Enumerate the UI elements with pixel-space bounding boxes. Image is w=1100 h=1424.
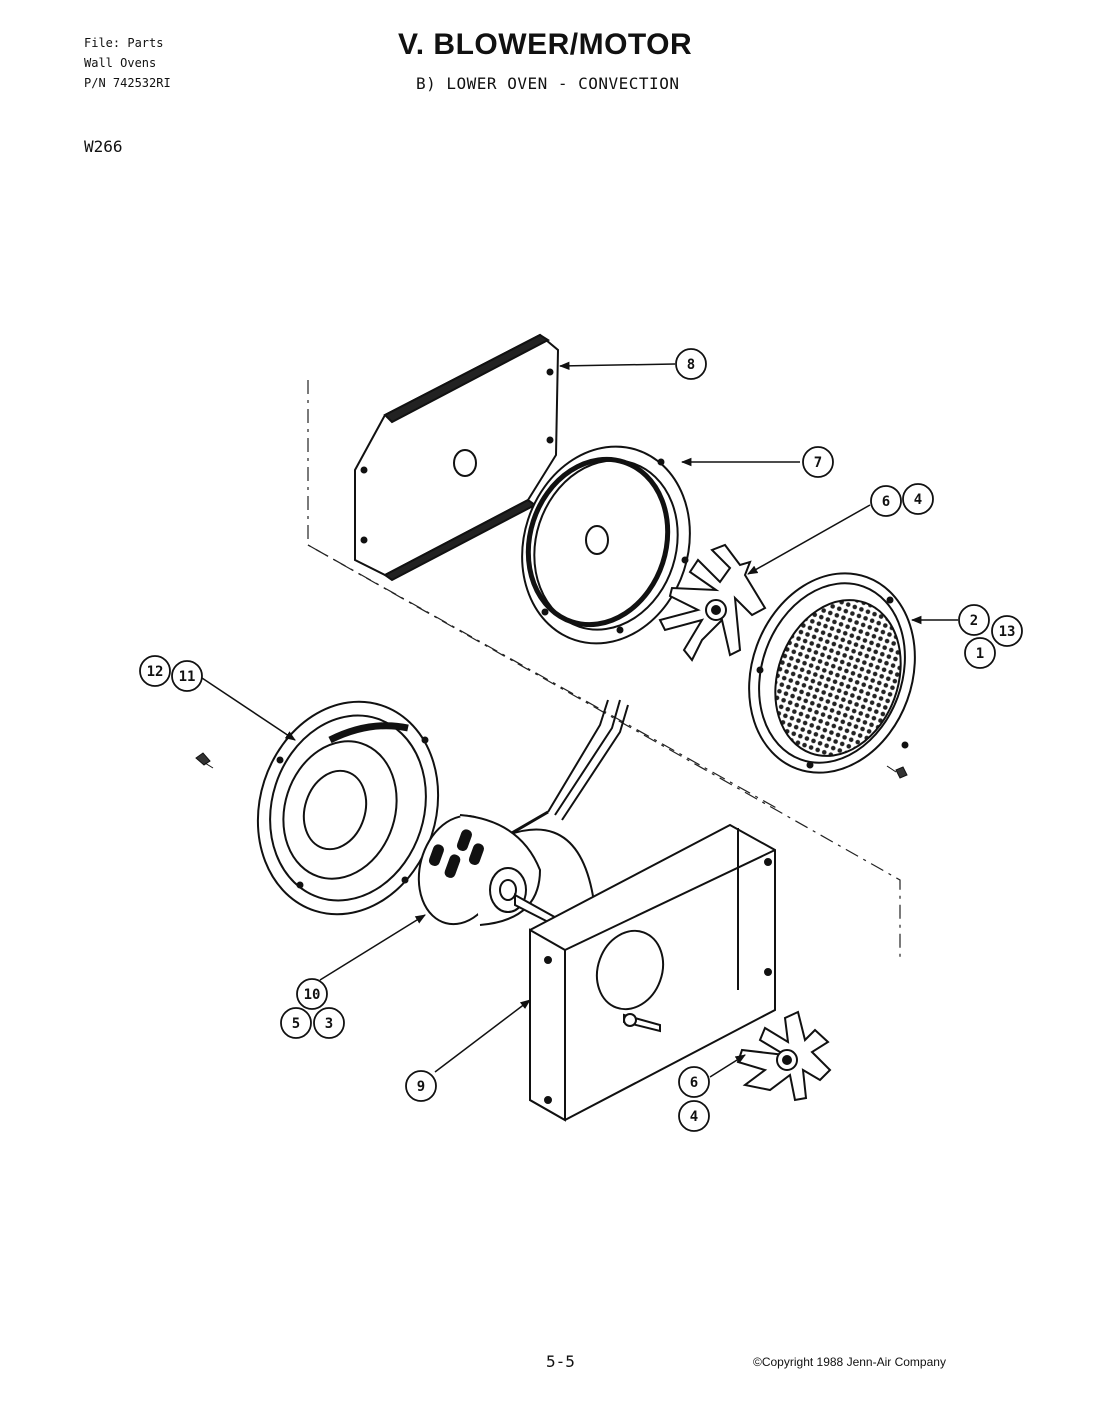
leader-lines xyxy=(201,361,958,1078)
svg-text:13: 13 xyxy=(999,624,1016,640)
motor-bracket xyxy=(529,823,776,1122)
callout-8: 8 xyxy=(675,348,707,380)
svg-text:4: 4 xyxy=(914,492,922,508)
svg-text:9: 9 xyxy=(417,1079,425,1095)
page-number: 5-5 xyxy=(546,1352,575,1371)
file-line-2: Wall Ovens xyxy=(84,56,157,70)
svg-text:4: 4 xyxy=(690,1109,698,1125)
file-info-block: File: Parts Wall Ovens P/N 742532RI xyxy=(84,33,171,93)
page-subtitle: B) LOWER OVEN - CONVECTION xyxy=(416,74,680,93)
file-line-3: P/N 742532RI xyxy=(84,76,171,90)
blower-housing xyxy=(521,445,691,645)
svg-text:8: 8 xyxy=(687,357,695,373)
callout-1: 1 xyxy=(964,637,996,669)
svg-text:12: 12 xyxy=(147,664,164,680)
callout-6-lower: 6 xyxy=(678,1066,710,1098)
callout-11: 11 xyxy=(171,660,203,692)
blower-wheel-lower xyxy=(736,1010,832,1102)
svg-text:6: 6 xyxy=(690,1075,698,1091)
svg-text:7: 7 xyxy=(814,455,822,471)
screw-left xyxy=(195,752,214,769)
svg-text:6: 6 xyxy=(882,494,890,510)
callout-7: 7 xyxy=(802,446,834,478)
callout-3: 3 xyxy=(313,1007,345,1039)
callout-4-upper: 4 xyxy=(902,483,934,515)
svg-text:11: 11 xyxy=(179,669,196,685)
callout-4-lower: 4 xyxy=(678,1100,710,1132)
page-title: V. BLOWER/MOTOR xyxy=(398,28,693,61)
copyright-notice: ©Copyright 1988 Jenn-Air Company xyxy=(753,1355,946,1369)
svg-text:10: 10 xyxy=(304,987,321,1003)
model-number: W266 xyxy=(84,137,123,156)
callout-2: 2 xyxy=(958,604,990,636)
motor-shroud xyxy=(256,700,440,916)
rear-baffle-plate xyxy=(354,333,560,582)
svg-text:2: 2 xyxy=(970,613,978,629)
file-line-1: File: Parts xyxy=(84,36,164,50)
callout-12: 12 xyxy=(139,655,171,687)
svg-text:5: 5 xyxy=(292,1016,300,1032)
front-grille xyxy=(748,572,916,774)
callout-5: 5 xyxy=(280,1007,312,1039)
svg-text:3: 3 xyxy=(325,1016,333,1032)
callout-13: 13 xyxy=(991,615,1023,647)
blower-wheel-upper xyxy=(658,543,767,662)
callout-9: 9 xyxy=(405,1070,437,1102)
svg-text:1: 1 xyxy=(976,646,984,662)
screw-right xyxy=(886,765,908,779)
callout-6-upper: 6 xyxy=(870,485,902,517)
callout-10: 10 xyxy=(296,978,328,1010)
